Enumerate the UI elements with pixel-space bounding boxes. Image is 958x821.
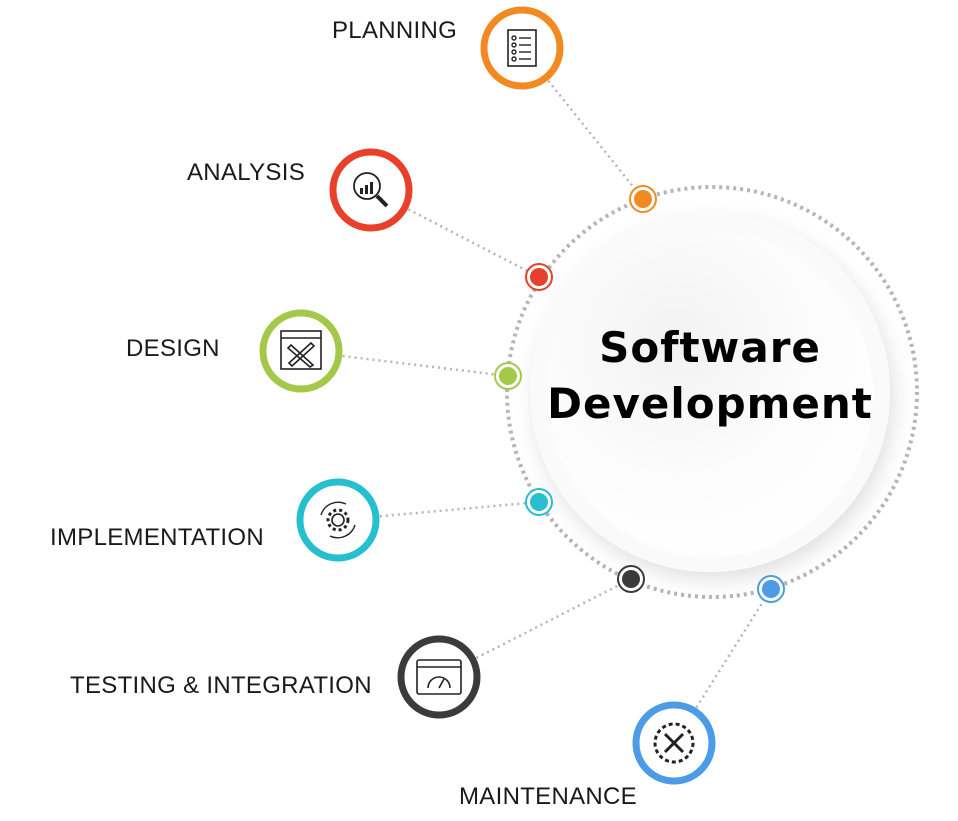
stage-badge-implementation (296, 478, 380, 562)
orbit-dot-design (494, 362, 522, 390)
label-planning: PLANNING (332, 17, 458, 44)
stage-node-design (259, 309, 522, 393)
orbit-dot-planning (629, 185, 657, 213)
center-title-line2: Development (547, 379, 873, 428)
stage-badge-analysis (329, 148, 413, 232)
stage-node-analysis (329, 148, 553, 291)
center-title-line1: Software (599, 323, 821, 372)
connector-implementation (337, 500, 540, 522)
wrench-screwdriver-icon (653, 722, 695, 764)
stage-badge-maintenance (632, 701, 716, 785)
stage-node-implementation (296, 478, 553, 562)
magnifier-chart-icon (353, 172, 389, 208)
orbit-dot-implementation (525, 488, 553, 516)
gear-cycle-icon (320, 501, 356, 539)
stage-node-planning (480, 6, 657, 213)
label-analysis: ANALYSIS (187, 159, 306, 186)
connector-planning (521, 47, 644, 200)
checklist-icon (507, 29, 537, 67)
center-inner-disc (547, 231, 873, 557)
label-maintenance: MAINTENANCE (459, 783, 637, 810)
stage-badge-planning (480, 6, 564, 90)
ruler-pencil-icon (280, 330, 322, 370)
orbit-dot-testing-integration (617, 565, 645, 593)
label-testing-integration: TESTING & INTEGRATION (70, 672, 372, 699)
dotted-orbit (505, 185, 919, 599)
stage-badge-testing-integration (397, 635, 481, 719)
orbit-dot-maintenance (757, 575, 785, 603)
center-title: Software Development (540, 320, 880, 432)
label-implementation: IMPLEMENTATION (50, 524, 264, 551)
orbit-dot-analysis (525, 263, 553, 291)
label-design: DESIGN (126, 335, 220, 362)
stage-badge-design (259, 309, 343, 393)
speedometer-window-icon (416, 659, 462, 695)
stage-node-testing-integration (397, 565, 645, 719)
stage-node-maintenance (632, 575, 785, 785)
